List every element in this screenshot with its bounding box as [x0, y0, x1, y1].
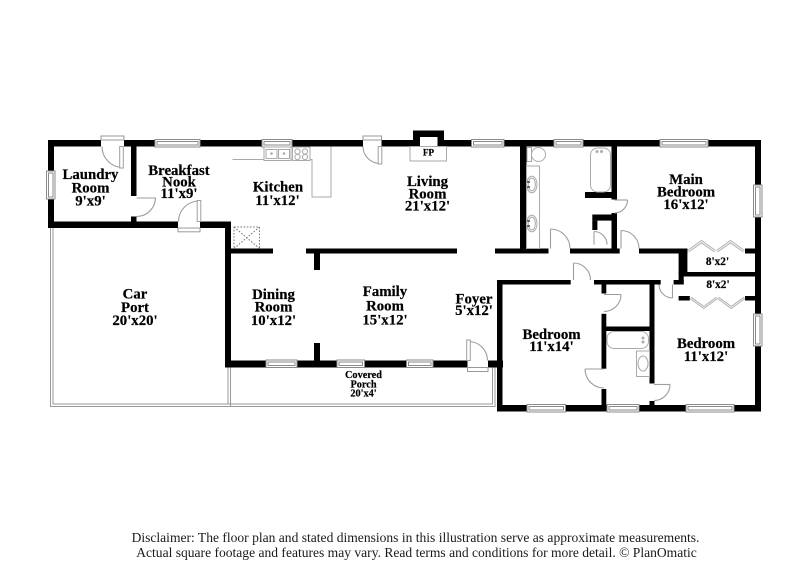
svg-text:Car: Car [123, 286, 148, 302]
svg-text:8'x2': 8'x2' [706, 256, 729, 268]
svg-text:FP: FP [423, 148, 434, 158]
svg-text:Room: Room [366, 298, 404, 314]
svg-text:Nook: Nook [162, 174, 196, 190]
svg-text:Living: Living [407, 174, 449, 190]
svg-text:Bedroom: Bedroom [677, 336, 736, 352]
svg-text:Kitchen: Kitchen [253, 179, 303, 195]
svg-text:Room: Room [255, 299, 293, 315]
svg-text:Porch: Porch [350, 380, 376, 391]
svg-text:8'x2': 8'x2' [706, 279, 729, 291]
svg-text:10'x12': 10'x12' [251, 313, 296, 329]
svg-text:Actual square footage and feat: Actual square footage and features may v… [136, 545, 697, 560]
svg-text:21'x12': 21'x12' [405, 198, 450, 214]
svg-text:Disclaimer: The floor plan and: Disclaimer: The floor plan and stated di… [132, 530, 700, 545]
svg-text:Main: Main [669, 172, 703, 188]
svg-text:11'x9': 11'x9' [161, 186, 198, 202]
svg-text:15'x12': 15'x12' [362, 312, 407, 328]
svg-text:20'x20': 20'x20' [112, 313, 157, 329]
svg-text:20'x4': 20'x4' [350, 389, 376, 400]
svg-text:9'x9': 9'x9' [75, 193, 105, 209]
svg-text:11'x14': 11'x14' [529, 339, 573, 355]
svg-text:Foyer: Foyer [456, 291, 493, 307]
svg-text:Bedroom: Bedroom [657, 184, 716, 200]
svg-text:Laundry: Laundry [63, 167, 120, 183]
svg-text:16'x12': 16'x12' [663, 197, 708, 213]
svg-text:Covered: Covered [345, 370, 382, 381]
svg-text:Bedroom: Bedroom [522, 327, 581, 343]
svg-text:Breakfast: Breakfast [148, 163, 209, 179]
svg-text:Room: Room [409, 186, 447, 202]
svg-text:Port: Port [121, 300, 149, 316]
svg-text:5'x12': 5'x12' [455, 303, 493, 319]
svg-text:Family: Family [363, 284, 408, 300]
svg-text:11'x12': 11'x12' [255, 193, 299, 209]
svg-text:Room: Room [72, 180, 110, 196]
svg-text:Dining: Dining [252, 287, 295, 303]
svg-text:11'x12': 11'x12' [684, 349, 728, 365]
